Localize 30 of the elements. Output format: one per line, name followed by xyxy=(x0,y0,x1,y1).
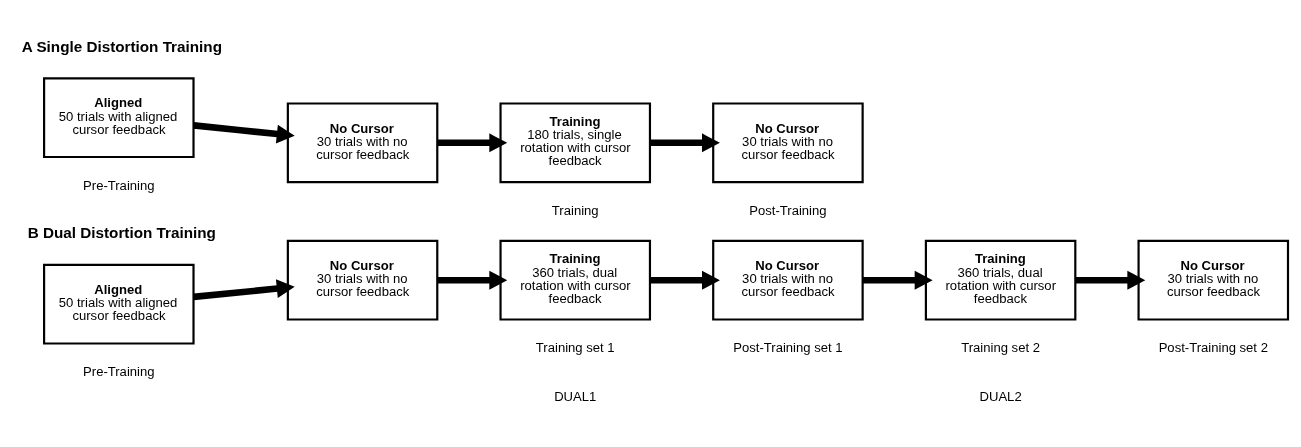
arrow xyxy=(649,133,720,153)
node-box: Training 180 trials, single rotation with cursor feedback xyxy=(499,102,652,184)
label: Training set 1 xyxy=(535,340,615,356)
label: Post-Training set 1 xyxy=(733,340,843,356)
node-box: Training 360 trials, dual rotation with cursor feedback xyxy=(924,239,1077,321)
node-box: No Cursor 30 trials with no cursor feedback xyxy=(286,102,439,184)
label: Training set 2 xyxy=(961,340,1040,356)
node-box: No Cursor 30 trials with no cursor feedback xyxy=(712,102,864,184)
label: DUAL1 xyxy=(554,389,597,405)
node-box: Aligned 50 trials with aligned cursor feedback xyxy=(43,263,195,345)
arrow xyxy=(193,279,295,301)
arrow xyxy=(437,270,508,290)
label: Post-Training xyxy=(749,202,827,218)
label: A Single Distortion Training xyxy=(21,37,222,55)
node-box: Training 360 trials, dual rotation with cursor feedback xyxy=(499,239,652,321)
node-box: Aligned 50 trials with aligned cursor feedback xyxy=(43,77,195,159)
label: Pre-Training xyxy=(83,364,155,380)
arrow xyxy=(862,270,933,290)
arrow xyxy=(649,270,720,290)
arrow xyxy=(193,122,295,144)
node-box: No Cursor 30 trials with no cursor feedback xyxy=(712,239,864,321)
node-box: No Cursor 30 trials with no cursor feedback xyxy=(286,239,439,321)
arrow xyxy=(1075,270,1146,290)
node-box: No Cursor 30 trials with no cursor feedback xyxy=(1137,239,1290,321)
arrow xyxy=(437,133,508,153)
label: DUAL2 xyxy=(979,389,1022,405)
label: Training xyxy=(551,202,599,218)
label: B Dual Distortion Training xyxy=(27,224,216,242)
label: Post-Training set 2 xyxy=(1158,340,1268,356)
label: Pre-Training xyxy=(83,177,155,193)
